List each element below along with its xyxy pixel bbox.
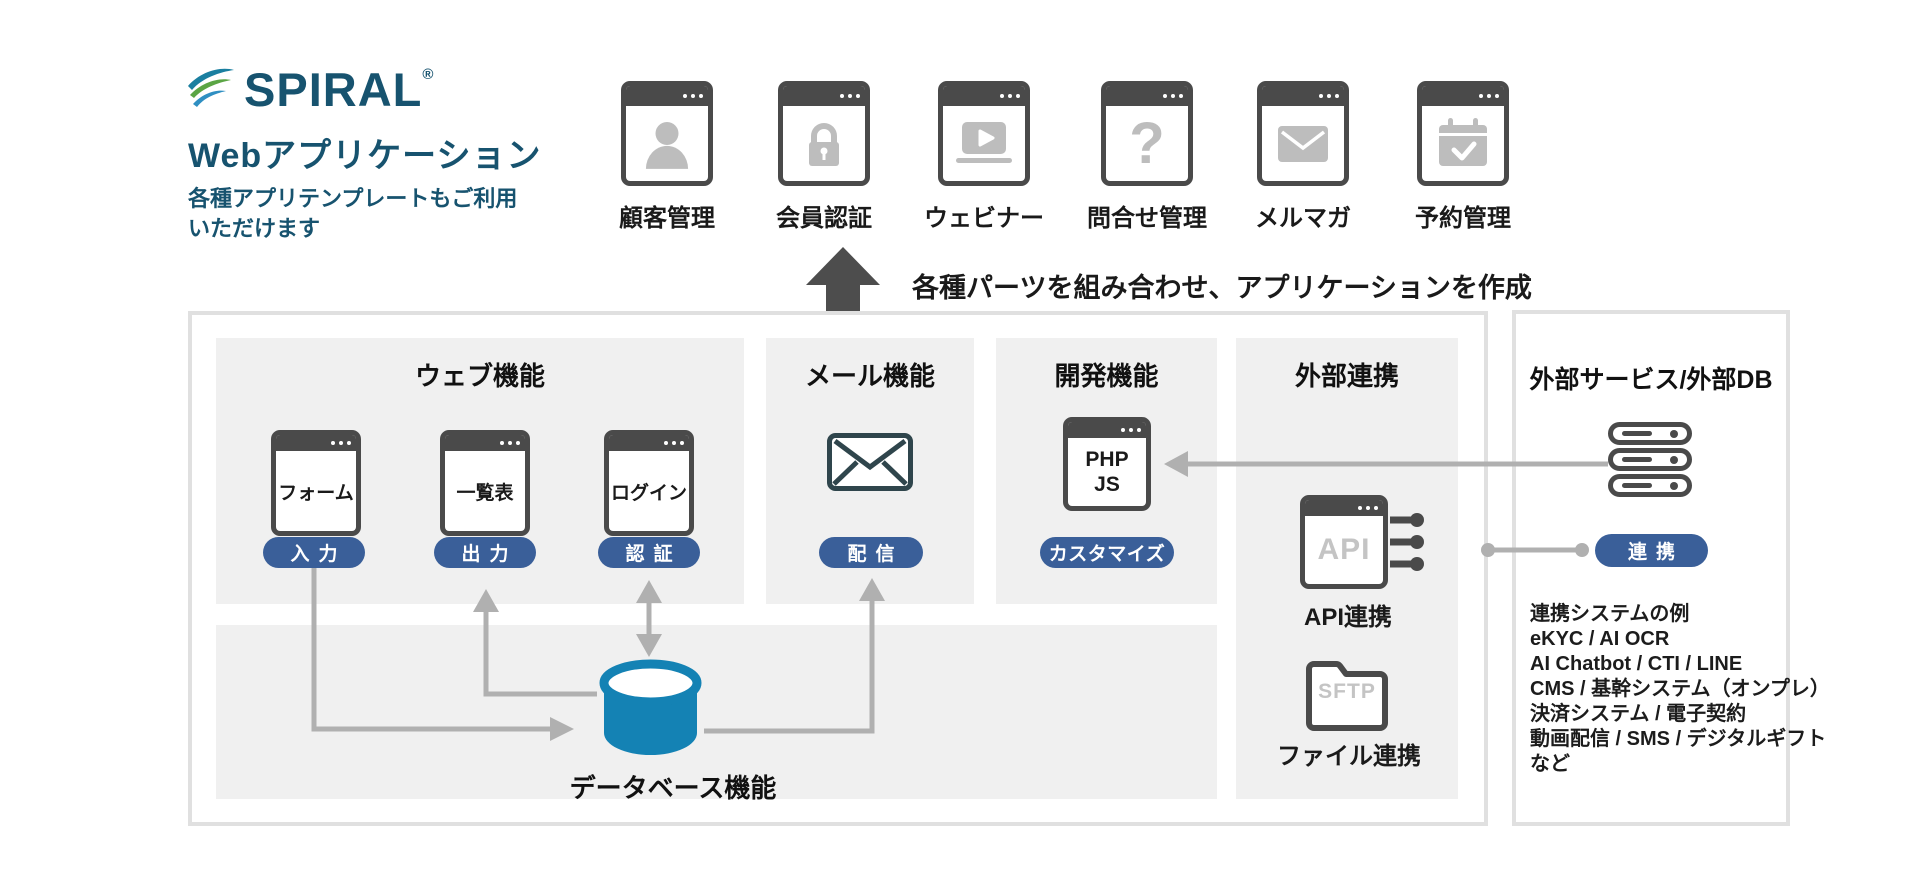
template-window-inquiry: ? — [1101, 81, 1193, 186]
link-system-examples: 連携システムの例 eKYC / AI OCR AI Chatbot / CTI … — [1530, 602, 1830, 777]
login-window-label: ログイン — [610, 482, 687, 504]
window-titlebar — [943, 86, 1025, 106]
window-titlebar — [1305, 500, 1383, 516]
compose-up-arrow — [806, 247, 880, 314]
login-window: ログイン — [604, 430, 694, 536]
tagline-line-2: いただけます — [188, 216, 321, 241]
web-section-title: ウェブ機能 — [414, 361, 545, 391]
mail-section-title: メール機能 — [804, 361, 935, 391]
template-window-webinar — [938, 81, 1030, 186]
database-cylinder-icon — [597, 659, 704, 764]
window-titlebar — [783, 86, 865, 106]
sftp-icon-text: SFTP — [1318, 680, 1376, 703]
product-tagline: 各種アプリテンプレートもご利用 いただけます — [188, 184, 517, 244]
webinar-icon — [943, 106, 1025, 181]
template-window-reservation — [1417, 81, 1509, 186]
template-label-newsletter: メルマガ — [1255, 205, 1351, 232]
customize-badge: カスタマイズ — [1040, 537, 1174, 568]
external-section-title: 外部連携 — [1294, 361, 1399, 391]
api-link-label: API連携 — [1303, 604, 1392, 631]
example-item: CMS / 基幹システム（オンプレ） — [1530, 678, 1830, 700]
lock-icon — [783, 106, 865, 181]
window-titlebar — [445, 435, 525, 451]
example-item: AI Chatbot / CTI / LINE — [1530, 653, 1743, 675]
php-js-window: PHP JS — [1063, 417, 1151, 511]
api-window: API — [1300, 495, 1388, 589]
auth-badge: 認証 — [598, 537, 700, 568]
window-titlebar — [1262, 86, 1344, 106]
template-label-reservation: 予約管理 — [1415, 205, 1511, 232]
input-badge: 入力 — [263, 537, 365, 568]
output-badge: 出力 — [434, 537, 536, 568]
php-label: PHP — [1085, 448, 1129, 471]
database-label: データベース機能 — [569, 773, 777, 803]
form-window-label: フォーム — [278, 482, 354, 504]
mail-icon — [1262, 106, 1344, 181]
example-item: 決済システム / 電子契約 — [1530, 703, 1747, 725]
example-item: 動画配信 / SMS / デジタルギフト — [1530, 728, 1827, 750]
template-window-crm — [621, 81, 713, 186]
file-link-label: ファイル連携 — [1277, 743, 1421, 770]
template-window-newsletter — [1257, 81, 1349, 186]
compose-note: 各種パーツを組み合わせ、アプリケーションを作成 — [912, 273, 1532, 303]
window-titlebar — [1422, 86, 1504, 106]
template-label-webinar: ウェビナー — [924, 205, 1044, 232]
example-item: など — [1530, 753, 1570, 775]
list-window-label: 一覧表 — [456, 482, 514, 504]
delivery-badge: 配信 — [819, 537, 923, 568]
person-icon — [626, 106, 708, 181]
template-label-crm: 顧客管理 — [619, 205, 715, 232]
example-item: eKYC / AI OCR — [1530, 628, 1670, 650]
link-badge: 連携 — [1595, 534, 1708, 567]
window-titlebar — [1068, 422, 1146, 438]
list-window: 一覧表 — [440, 430, 530, 536]
template-label-auth: 会員認証 — [776, 205, 872, 232]
sftp-folder-icon — [1303, 653, 1391, 736]
window-titlebar — [1106, 86, 1188, 106]
form-window: フォーム — [271, 430, 361, 536]
api-icon-text: API — [1317, 533, 1371, 566]
tagline-line-1: 各種アプリテンプレートもご利用 — [188, 186, 518, 211]
server-stack-icon — [1608, 422, 1692, 500]
template-label-inquiry: 問合せ管理 — [1087, 205, 1207, 232]
calendar-check-icon — [1422, 106, 1504, 181]
brand-name: SPIRAL — [244, 63, 423, 116]
product-title: Webアプリケーション — [188, 137, 542, 175]
examples-heading: 連携システムの例 — [1530, 603, 1690, 625]
js-label: JS — [1094, 473, 1120, 496]
window-titlebar — [626, 86, 708, 106]
brand-logo: SPIRAL ® — [184, 64, 433, 121]
envelope-icon — [827, 433, 913, 496]
spiral-swirl-icon — [184, 64, 236, 121]
window-titlebar — [609, 435, 689, 451]
dev-section-title: 開発機能 — [1054, 361, 1159, 391]
registered-mark: ® — [422, 66, 434, 83]
external-services-title: 外部サービス/外部DB — [1529, 366, 1773, 394]
external-services-panel — [1512, 310, 1790, 826]
question-icon: ? — [1129, 111, 1165, 176]
window-titlebar — [276, 435, 356, 451]
template-window-auth — [778, 81, 870, 186]
